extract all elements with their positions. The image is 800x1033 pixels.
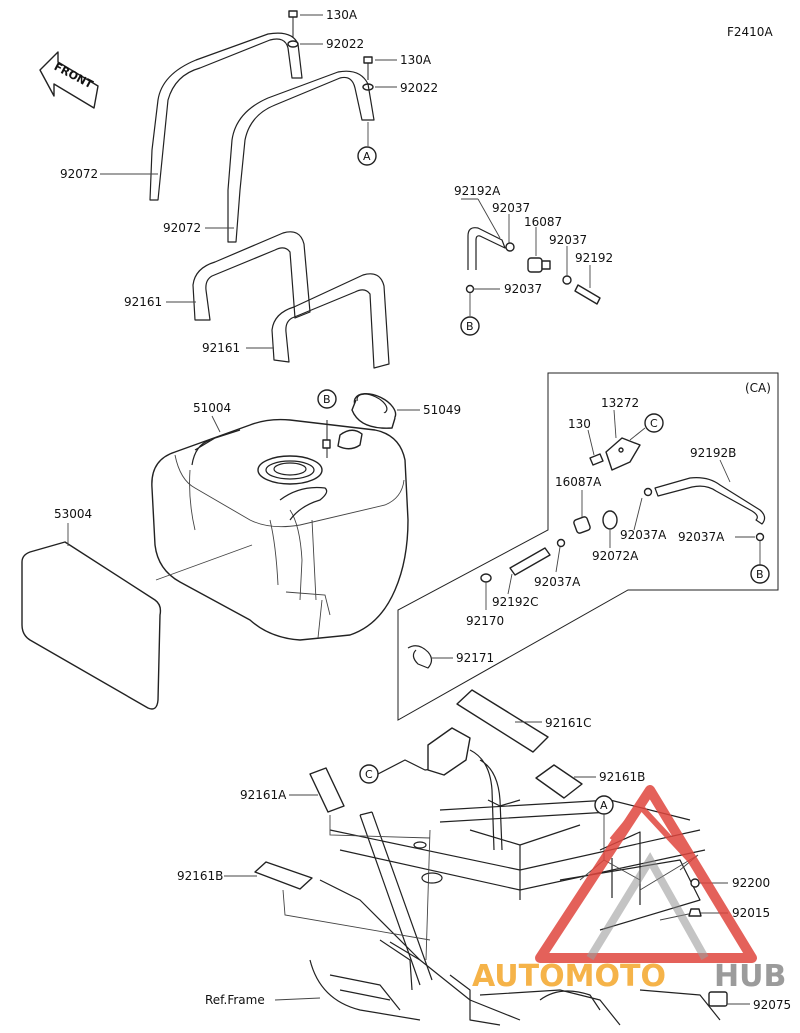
ca-assembly: [407, 409, 766, 669]
nut-92015: [688, 908, 702, 917]
part-label: 92037A: [620, 528, 667, 542]
part-label: 92192A: [454, 184, 501, 198]
pad-92161b-upper: [535, 764, 596, 799]
part-label: 51049: [423, 403, 461, 417]
part-label: 92171: [456, 651, 494, 665]
part-label: 92015: [732, 906, 770, 920]
washer-92200: [690, 878, 700, 888]
pad-92161a: [289, 767, 345, 813]
callout-a: A: [363, 150, 371, 163]
bolt-130a-lower: [362, 56, 397, 91]
figure-code: F2410A: [727, 25, 773, 39]
front-arrow-icon: FRONT: [39, 51, 99, 109]
vehicle-frame: [274, 727, 750, 1026]
part-label: 130A: [326, 8, 358, 22]
part-label: 92022: [400, 81, 438, 95]
watermark-text-1: AUTOMOTO: [472, 959, 666, 994]
part-label: 53004: [54, 507, 92, 521]
part-label: 92192: [575, 251, 613, 265]
part-label: 92037: [492, 201, 530, 215]
part-label: 92161A: [240, 788, 287, 802]
strap-92072-rear: [205, 70, 375, 243]
ref-frame-label: Ref.Frame: [205, 993, 265, 1007]
part-label: 92075: [753, 998, 791, 1012]
part-label: 92037: [549, 233, 587, 247]
watermark-text-2: HUB: [714, 959, 786, 994]
part-label: 92200: [732, 876, 770, 890]
pad-92161c: [456, 689, 549, 753]
part-label: 92037A: [534, 575, 581, 589]
part-label: 130: [568, 417, 591, 431]
part-label: 92072: [163, 221, 201, 235]
callout-c-circle-ca: [644, 413, 664, 433]
pad-53004: [21, 523, 162, 710]
part-label: 51004: [193, 401, 231, 415]
callout-c-frame: C: [365, 768, 373, 781]
callout-b-tank: B: [323, 393, 331, 406]
pad-92161b-lower: [224, 861, 313, 890]
callout-b-circle-tank: [317, 389, 337, 409]
breather-hose-assembly: [461, 198, 601, 316]
callout-b-circle-ca: [750, 564, 770, 584]
callout-b: B: [466, 320, 474, 333]
part-label: 92161: [202, 341, 240, 355]
part-label: 92192B: [690, 446, 736, 460]
part-label: 92161: [124, 295, 162, 309]
part-label: 92161B: [599, 770, 645, 784]
part-label: 92037: [504, 282, 542, 296]
part-label: 13272: [601, 396, 639, 410]
part-label: 92192C: [492, 595, 539, 609]
fuel-tank-51004: [151, 415, 409, 641]
callout-a-frame: A: [600, 799, 608, 812]
part-label: 16087: [524, 215, 562, 229]
watermark-logo: AUTOMOTO HUB: [472, 785, 786, 994]
part-label: 92072: [60, 167, 98, 181]
part-label: 92037A: [678, 530, 725, 544]
strap-92072-front: [100, 32, 303, 201]
callout-c-ca: C: [650, 417, 658, 430]
pad-92161-front: [166, 231, 311, 321]
part-label: 130A: [400, 53, 432, 67]
part-label: 92161C: [545, 716, 592, 730]
part-label: 92161B: [177, 869, 223, 883]
ca-group-box: [397, 372, 779, 721]
part-label: 92170: [466, 614, 504, 628]
group-label: (CA): [745, 381, 771, 395]
part-label: 92022: [326, 37, 364, 51]
callout-a-circle: [357, 146, 377, 166]
part-label: 92072A: [592, 549, 639, 563]
pad-92161-rear: [246, 273, 390, 369]
part-label: 16087A: [555, 475, 602, 489]
bolt-130a-upper: [287, 10, 323, 48]
callout-b-circle: [460, 316, 480, 336]
callout-b-ca: B: [756, 568, 764, 581]
fuel-cap-51049: [351, 392, 420, 429]
